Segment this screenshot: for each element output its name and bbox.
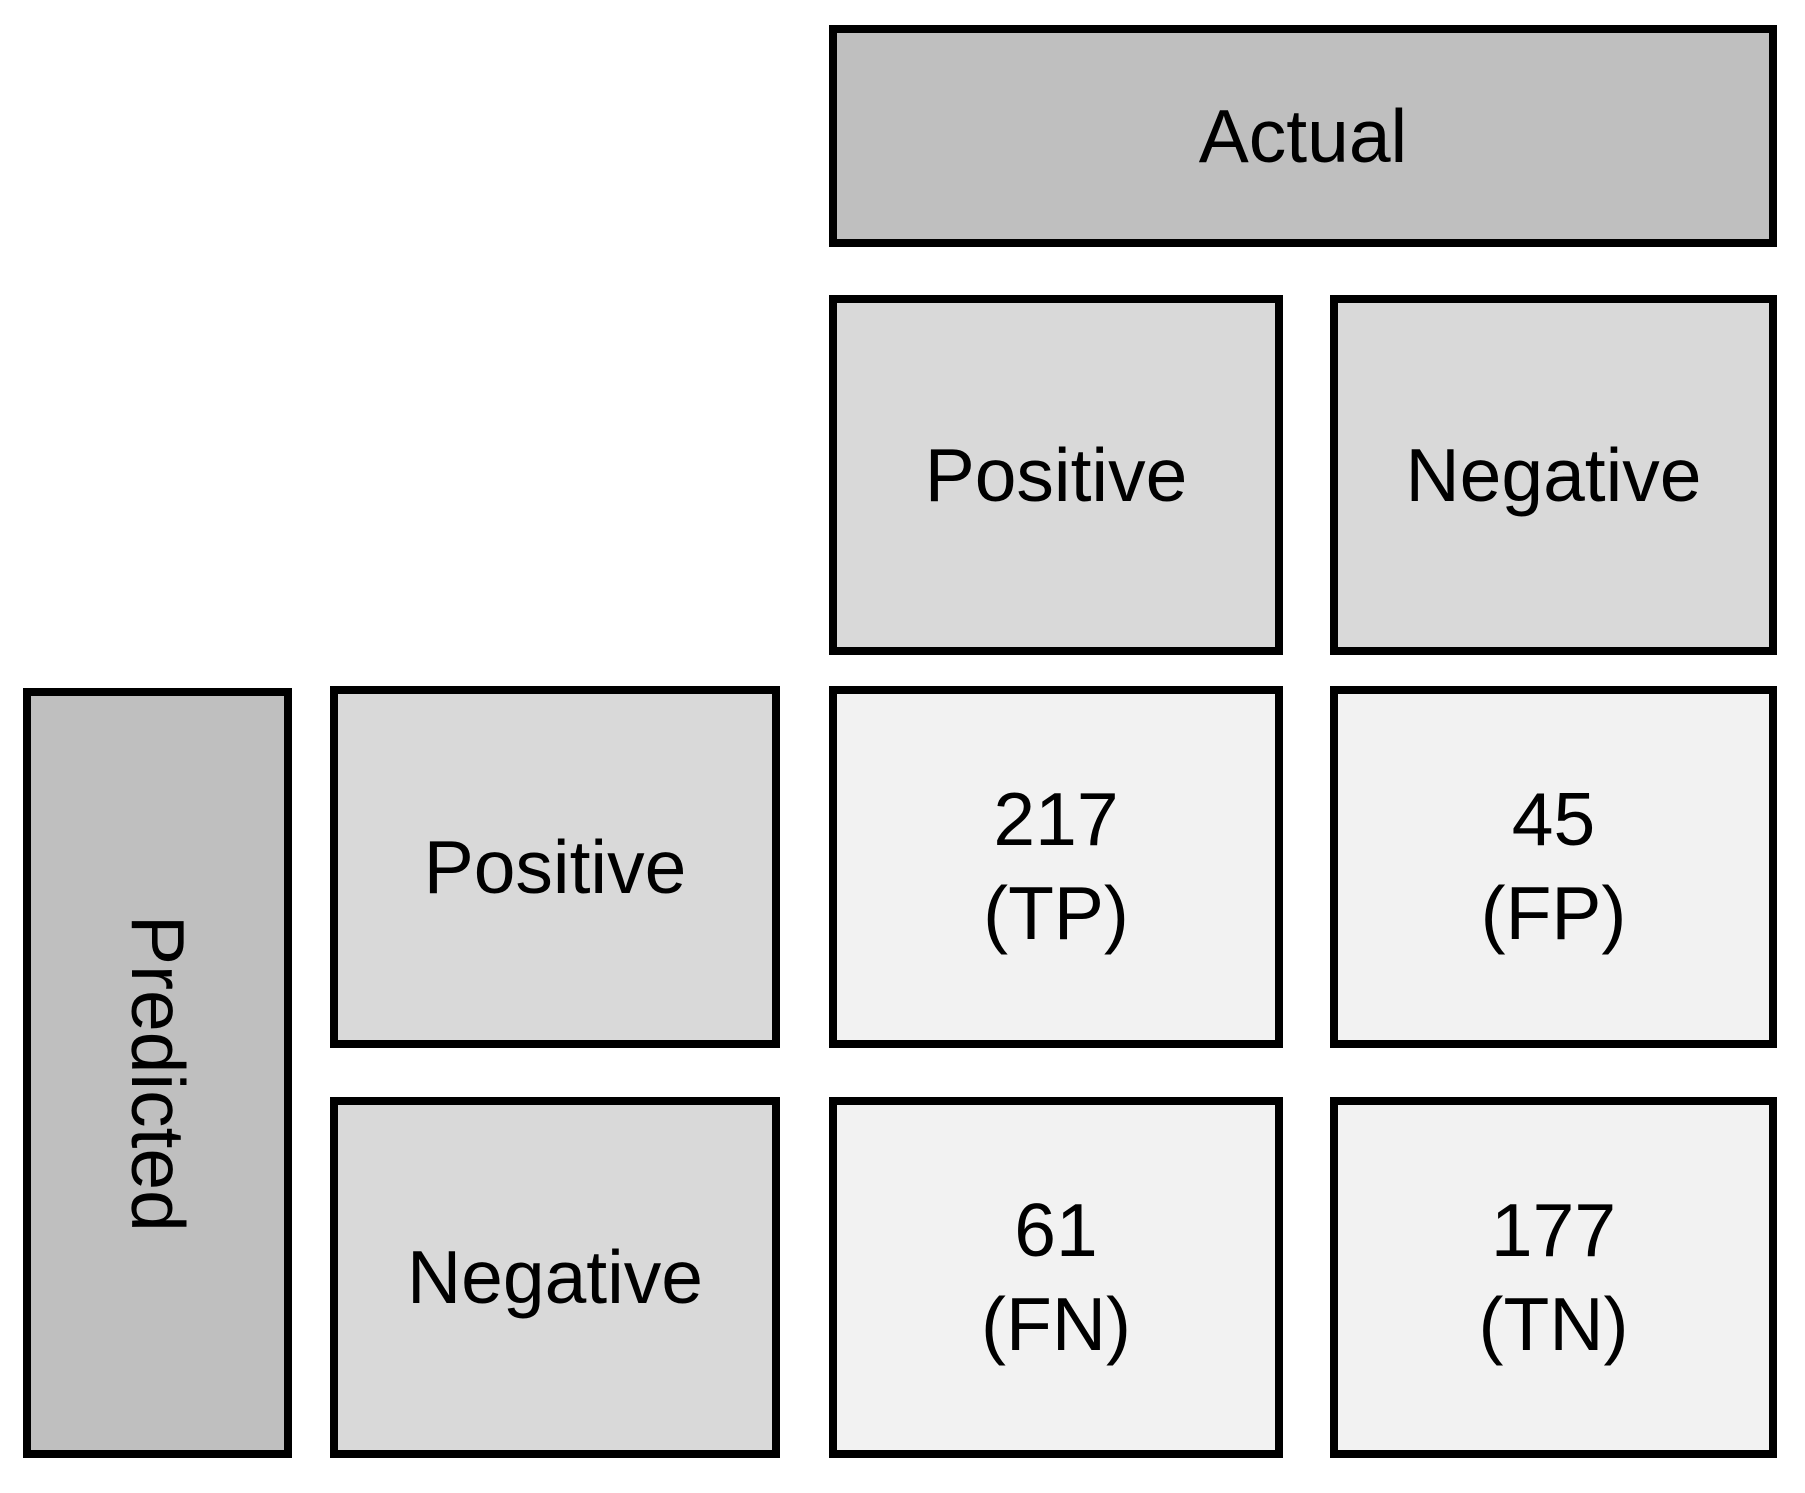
cell-true-negative-tag: (TN)	[1478, 1281, 1629, 1366]
cell-false-positive-value: 45	[1511, 777, 1596, 862]
predicted-axis-header: Predicted	[23, 688, 292, 1458]
cell-false-negative-tag: (FN)	[981, 1281, 1131, 1366]
actual-axis-header: Actual	[829, 25, 1777, 247]
column-header-positive: Positive	[829, 295, 1283, 655]
cell-false-positive: 45 (FP)	[1330, 686, 1777, 1048]
cell-true-negative: 177 (TN)	[1330, 1097, 1777, 1458]
cell-true-positive: 217 (TP)	[829, 686, 1283, 1048]
cell-false-negative-value: 61	[1014, 1187, 1098, 1272]
column-header-negative: Negative	[1330, 295, 1777, 655]
cell-true-negative-value: 177	[1490, 1187, 1617, 1272]
column-header-positive-label: Positive	[924, 432, 1188, 517]
cell-true-positive-tag: (TP)	[983, 871, 1129, 955]
row-header-positive: Positive	[330, 686, 780, 1048]
row-header-negative: Negative	[330, 1097, 780, 1458]
cell-true-positive-value: 217	[993, 777, 1119, 862]
actual-axis-label: Actual	[1198, 93, 1408, 178]
cell-false-negative: 61 (FN)	[829, 1097, 1283, 1458]
column-header-negative-label: Negative	[1405, 432, 1702, 517]
cell-false-positive-tag: (FP)	[1480, 871, 1627, 955]
predicted-axis-label: Predicted	[115, 914, 200, 1232]
row-header-positive-label: Positive	[423, 824, 687, 909]
row-header-negative-label: Negative	[406, 1235, 703, 1320]
